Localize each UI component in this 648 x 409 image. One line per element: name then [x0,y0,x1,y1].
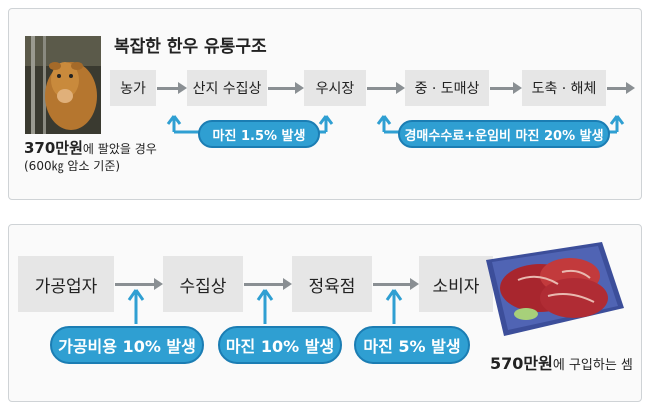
cost-note: 마진 10% 발생 [218,326,342,364]
stage-processor: 가공업자 [18,256,114,312]
arrow [115,278,163,290]
buy-caption-text: 에 구입하는 셈 [552,358,633,373]
sell-caption-basis: (600㎏ 암소 기준) [24,159,121,173]
cost-note: 가공비용 10% 발생 [50,326,204,364]
stage-slaughter: 도축 · 해체 [522,70,606,106]
stage-collector: 수집상 [163,256,243,312]
sell-price: 370만원 [24,139,83,157]
arrow [268,82,304,94]
arrow [367,82,405,94]
stage-butcher: 정육점 [292,256,372,312]
buyer-caption: 570만원에 구입하는 셈 [490,350,633,374]
margin-note: 마진 1.5% 발생 [198,120,320,148]
meat-photo [486,242,624,336]
arrow [373,278,419,290]
arrow [157,82,187,94]
stage-local-collector: 산지 수집상 [187,70,267,106]
diagram-title: 복잡한 한우 유통구조 [114,37,267,57]
stage-wholesaler: 중 · 도매상 [405,70,489,106]
margin-note: 경매수수료+운임비 마진 20% 발생 [398,120,610,148]
seller-caption: 370만원에 팔았을 경우 (600㎏ 암소 기준) [24,140,157,175]
cost-note: 마진 5% 발생 [354,326,470,364]
up-arrow-connector [385,289,403,324]
stage-cattle-market: 우시장 [304,70,366,106]
arrow [607,82,635,94]
sell-caption-text: 에 팔았을 경우 [82,142,157,156]
up-arrow-connector [127,289,145,324]
arrow [490,82,522,94]
arrow [244,278,292,290]
stage-consumer: 소비자 [419,256,493,312]
stage-farm: 농가 [110,70,156,106]
cow-photo [25,36,101,134]
buy-price: 570만원 [490,354,553,373]
up-arrow-connector [256,289,274,324]
